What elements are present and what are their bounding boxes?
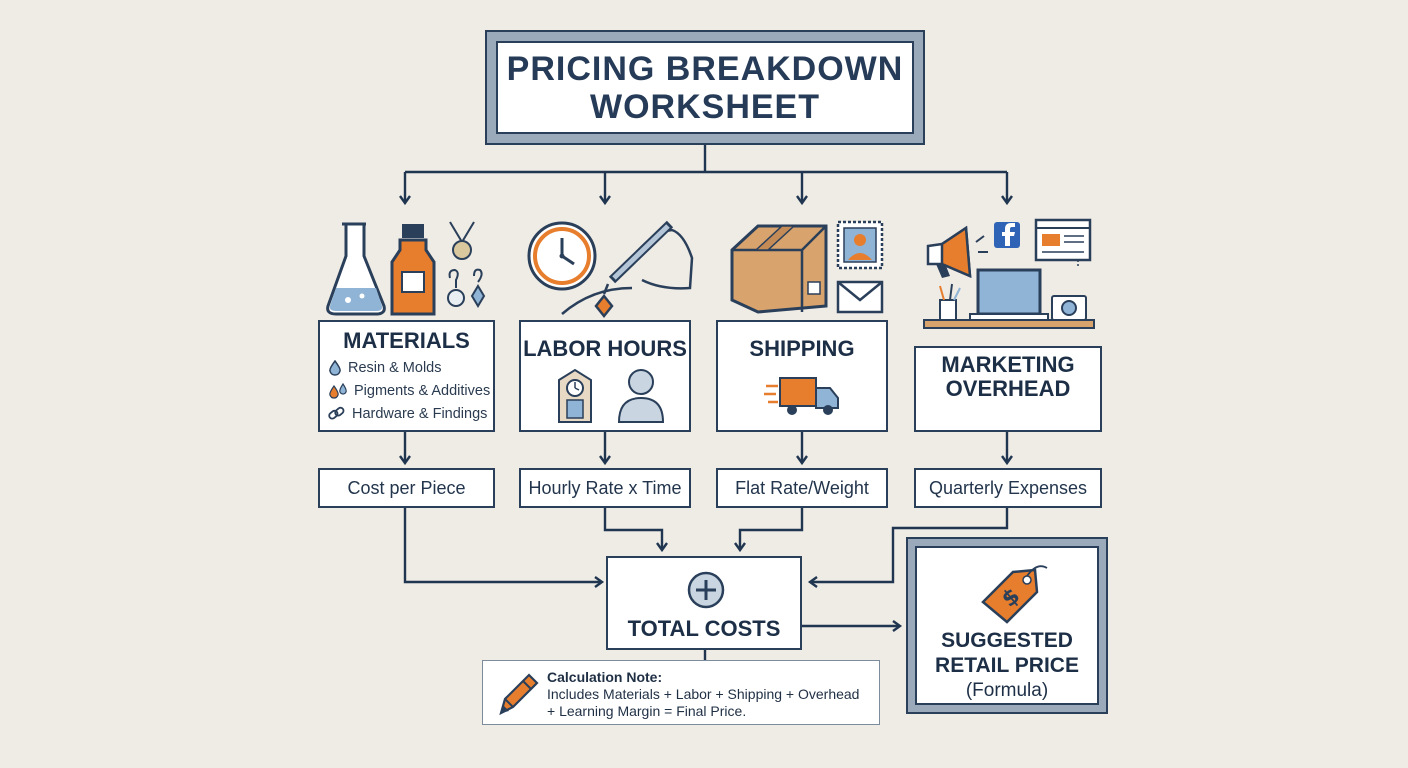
title-line-1: PRICING BREAKDOWN (506, 49, 904, 88)
retail-title-line-1: SUGGESTED (941, 629, 1073, 652)
list-item: Resin & Molds (328, 356, 490, 379)
pigment-drops-icon (329, 382, 347, 399)
labor-illustration (527, 220, 694, 319)
shipping-illustration (730, 220, 884, 314)
pendant-icon (447, 221, 486, 308)
plus-circle-icon (687, 571, 725, 609)
price-tag-icon: $ (981, 565, 1048, 624)
materials-item-resin: Resin & Molds (348, 359, 442, 376)
flat-rate-box: Flat Rate/Weight (716, 468, 888, 508)
bottle-icon (390, 224, 436, 316)
materials-item-pigments: Pigments & Additives (354, 382, 491, 399)
title-box: PRICING BREAKDOWN WORKSHEET (485, 30, 925, 145)
materials-item-hardware: Hardware & Findings (352, 405, 488, 422)
note-line-1: Includes Materials + Labor + Shipping + … (547, 686, 860, 702)
chain-link-icon (328, 406, 345, 420)
browser-window-icon (1034, 218, 1092, 268)
person-icon (617, 369, 665, 423)
cost-per-piece-box: Cost per Piece (318, 468, 495, 508)
grandfather-clock-icon (558, 368, 592, 423)
marketing-label-line-1: MARKETING (941, 352, 1075, 377)
suggested-retail-box: $ SUGGESTED RETAIL PRICE (Formula) (906, 537, 1108, 714)
flask-icon (326, 222, 386, 316)
list-item: Pigments & Additives (328, 379, 490, 402)
materials-card: MATERIALS Resin & Molds Pigments & Addit… (318, 320, 495, 432)
megaphone-icon (926, 225, 988, 278)
note-text: Calculation Note: Includes Materials + L… (547, 669, 859, 720)
pencil-icon (499, 673, 539, 716)
package-icon (730, 224, 828, 314)
marketing-card: MARKETING OVERHEAD (914, 346, 1102, 432)
calculation-note: Calculation Note: Includes Materials + L… (482, 660, 880, 725)
hand-tool-icon (561, 220, 694, 319)
total-costs-label: TOTAL COSTS (627, 616, 781, 641)
materials-list: Resin & Molds Pigments & Additives Hardw… (328, 356, 490, 425)
marketing-label-line-2: OVERHEAD (945, 376, 1071, 401)
hourly-rate-box: Hourly Rate x Time (519, 468, 691, 508)
envelope-icon (836, 280, 884, 314)
title-line-2: WORKSHEET (590, 87, 820, 126)
labor-label: LABOR HOURS (523, 336, 687, 361)
delivery-truck-icon (764, 377, 839, 415)
retail-title: SUGGESTED RETAIL PRICE (917, 628, 1097, 678)
materials-label: MATERIALS (343, 328, 470, 353)
stamp-icon (836, 220, 884, 270)
labor-card: LABOR HOURS (519, 320, 691, 432)
facebook-icon (994, 222, 1020, 248)
retail-title-line-2: RETAIL PRICE (935, 654, 1079, 677)
marketing-illustration (923, 218, 1095, 329)
retail-formula-label: (Formula) (965, 680, 1049, 701)
note-line-2: + Learning Margin = Final Price. (547, 703, 747, 719)
desk-icon (923, 268, 1095, 329)
quarterly-expenses-box: Quarterly Expenses (914, 468, 1102, 508)
shipping-label: SHIPPING (749, 336, 855, 361)
list-item: Hardware & Findings (328, 402, 490, 425)
droplet-icon (329, 359, 341, 376)
note-title: Calculation Note: (547, 669, 663, 685)
total-costs-box: TOTAL COSTS (606, 556, 802, 650)
clock-icon (527, 221, 597, 291)
shipping-card: SHIPPING (716, 320, 888, 432)
materials-illustration (326, 221, 486, 316)
